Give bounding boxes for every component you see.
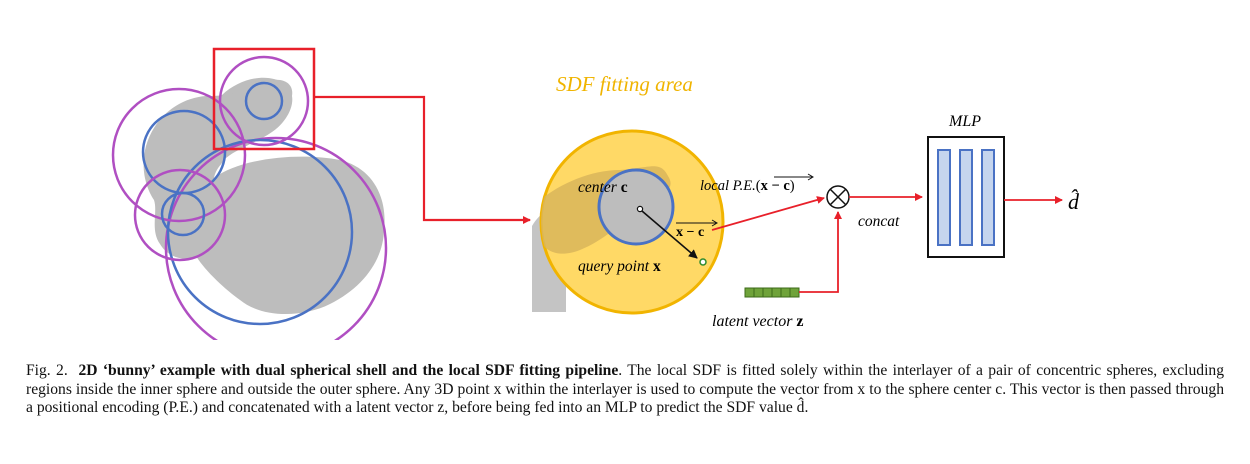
highlight-box [212,47,316,151]
pe-arrow [711,196,825,231]
outer-sphere-mid [111,87,247,223]
sdf-area-title: SDF fitting area [556,72,693,96]
caption-fig-label: Fig. 2. [26,362,68,379]
latent-arrow [799,211,842,293]
local-pe-label: local P.E.(x − c) [700,178,795,194]
mlp-layer-1 [937,149,951,246]
caption-body: . The local SDF is fitted solely within … [26,362,1224,416]
inner-sphere-top [244,81,284,121]
local-pe-overbar-head [807,173,814,181]
vector-arrow [641,210,698,259]
bunny-silhouette [143,77,385,315]
fitting-area-inner [597,168,675,246]
outer-sphere-large [164,136,388,340]
mlp-layer-2 [959,149,973,246]
mlp-layer-3 [981,149,995,246]
inner-sphere-large [166,138,354,326]
latent-vector-bar [744,287,800,298]
concat-operator-cross-b [829,188,847,206]
concat-label: concat [858,213,900,230]
output-label: d̂ [1068,189,1080,214]
vector-label-overbar-head [711,219,718,227]
zoom-arrow [314,95,531,224]
outer-sphere-top [218,55,310,147]
figure-caption: Fig. 2. 2D ‘bunny’ example with dual sph… [26,362,1224,418]
caption-title: 2D ‘bunny’ example with dual spherical s… [78,362,619,379]
query-point [699,258,707,266]
mlp-label: MLP [948,113,981,130]
vector-label: x − c [676,225,704,240]
center-point [636,205,644,213]
inner-sphere-small [160,191,206,237]
outer-sphere-small [133,168,227,262]
